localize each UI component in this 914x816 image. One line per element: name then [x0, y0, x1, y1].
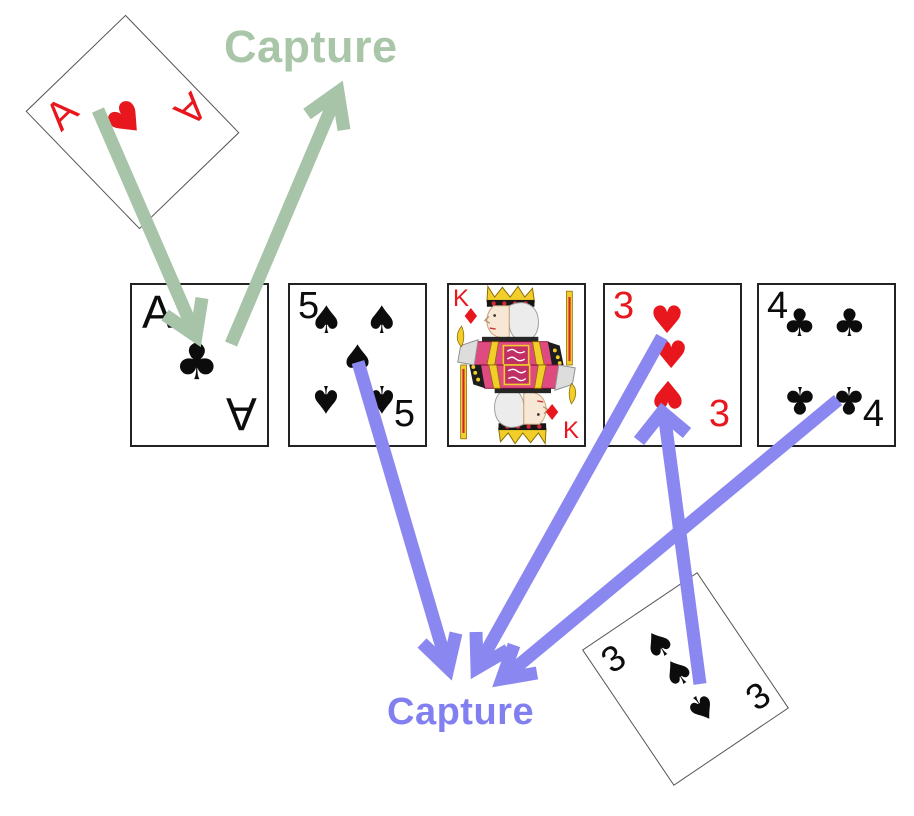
purple-arrow-four-head: [492, 642, 539, 688]
rank-top-left: K: [453, 285, 470, 312]
diamond-pip: ♦: [461, 305, 481, 330]
spade-pip: ♠: [309, 376, 344, 421]
club-pip: ♣: [174, 332, 220, 391]
rank-top-left: A: [142, 286, 173, 338]
rank-bottom-right: 4: [862, 393, 884, 435]
club-pip: ♣: [832, 301, 867, 346]
purple-arrow-three-hearts-head: [469, 631, 512, 680]
capture-label-top: Capture: [224, 21, 398, 72]
heart-pip: ♥: [650, 298, 685, 343]
heart-pip: ♥: [651, 371, 686, 416]
green-arrow-to-capture-head: [303, 80, 351, 132]
rank-top-left: 4: [767, 285, 789, 327]
heart-pip: ♥: [96, 89, 158, 151]
rank-bottom-right: 3: [708, 393, 730, 435]
rank-bottom-right: 3: [738, 673, 778, 719]
rank-top-left: 3: [593, 635, 633, 682]
purple-arrow-five-head: [417, 631, 463, 681]
spade-pip: ♠: [309, 298, 344, 343]
spade-pip: ♠: [340, 336, 375, 381]
club-pip: ♣: [782, 378, 817, 423]
rank-top-left: A: [36, 88, 87, 139]
card-ace-of-clubs: A ♣ A: [130, 283, 269, 447]
spade-pip: ♠: [364, 298, 399, 343]
heart-pip: ♥: [654, 333, 689, 378]
card-three-of-spades: 3 ♠ ♠ ♠ 3: [582, 572, 789, 786]
rank-bottom-right: A: [226, 388, 257, 440]
rank-top-left: 3: [613, 285, 635, 327]
rank-bottom-right: A: [165, 83, 216, 134]
card-five-of-spades: 5 ♠ ♠ ♠ ♠ ♠ 5: [288, 283, 427, 447]
club-pip: ♣: [832, 378, 867, 423]
card-ace-of-hearts: A ♥ A: [25, 14, 240, 230]
capture-label-bottom: Capture: [387, 691, 535, 733]
club-pip: ♣: [782, 301, 817, 346]
diamond-pip: ♦: [542, 401, 562, 426]
rank-bottom-right: K: [562, 417, 579, 444]
card-four-of-clubs: 4 ♣ ♣ ♣ ♣ 4: [757, 283, 896, 447]
card-king-of-diamonds: K ♦ ♦ K: [447, 283, 586, 447]
rank-bottom-right: 5: [393, 393, 415, 435]
card-three-of-hearts: 3 ♥ ♥ ♥ 3: [603, 283, 742, 447]
